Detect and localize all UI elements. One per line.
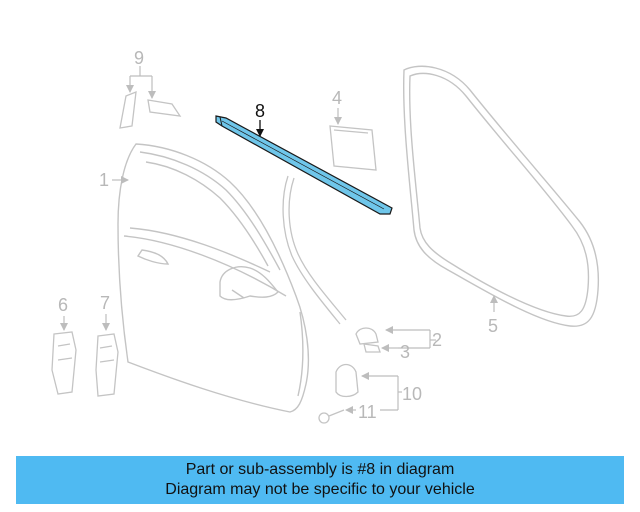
part-10-cap xyxy=(335,363,359,398)
callout-5: 5 xyxy=(488,316,498,336)
part-1-front-door xyxy=(117,143,310,413)
part-3-clip xyxy=(363,343,381,353)
callout-9: 9 xyxy=(134,48,144,68)
callout-6: 6 xyxy=(58,295,68,315)
part-2-clip xyxy=(355,327,379,345)
banner-line-1: Part or sub-assembly is #8 in diagram xyxy=(185,461,455,478)
callout-8: 8 xyxy=(255,101,265,121)
part-7-bracket xyxy=(95,333,119,397)
callout-11: 11 xyxy=(358,402,377,422)
callout-9-leader xyxy=(126,66,156,99)
door-edge-seal xyxy=(282,175,347,325)
info-banner: Part or sub-assembly is #8 in diagram Di… xyxy=(16,456,624,504)
callout-10-11-leader xyxy=(345,372,402,414)
callout-2-3-leader xyxy=(381,326,436,352)
part-5-door-opening-seal xyxy=(403,65,600,327)
part-6-bracket xyxy=(51,331,77,395)
callout-4: 4 xyxy=(332,88,342,108)
callout-1: 1 xyxy=(99,170,109,190)
part-11-bolt xyxy=(318,409,345,424)
part-8-window-weatherstrip xyxy=(215,115,393,215)
part-4-panel xyxy=(329,125,377,171)
callout-3: 3 xyxy=(400,342,410,362)
callout-10: 10 xyxy=(402,384,422,404)
callout-2: 2 xyxy=(432,330,442,350)
callout-7: 7 xyxy=(100,293,110,313)
part-9-trim-pieces xyxy=(119,90,182,129)
banner-line-2: Diagram may not be specific to your vehi… xyxy=(165,481,475,498)
